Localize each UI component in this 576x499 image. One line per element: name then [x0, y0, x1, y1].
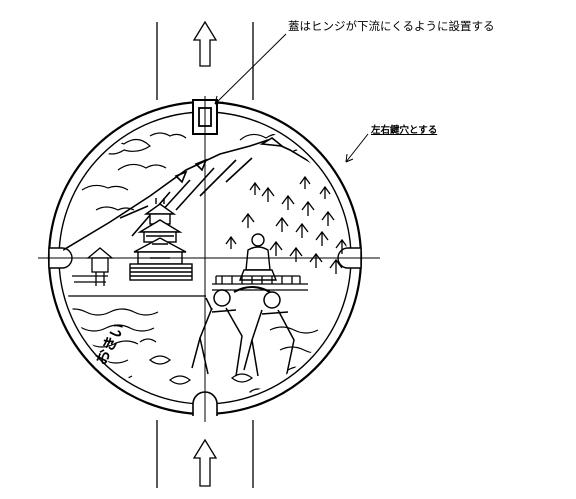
side-keyhole-note: 左右鍵穴とする — [371, 125, 438, 136]
statue — [238, 233, 278, 281]
shrine — [72, 247, 114, 286]
center-crosshair — [38, 96, 380, 422]
bridge — [212, 275, 308, 291]
cover-artwork — [63, 116, 347, 400]
ground-decor — [139, 338, 268, 396]
leader-lines — [214, 33, 369, 163]
hinge-placement-note: 蓋はヒンジが下流にくるように設置する — [288, 19, 495, 33]
forest — [225, 175, 347, 274]
festival-runners — [191, 286, 295, 379]
castle — [129, 198, 193, 281]
flow-arrow-bottom — [192, 438, 218, 487]
city-name-text: おきい — [92, 320, 129, 368]
flow-arrow-top — [192, 20, 218, 67]
pipe-outline — [156, 22, 254, 488]
city-name-label: おきい — [92, 320, 129, 368]
